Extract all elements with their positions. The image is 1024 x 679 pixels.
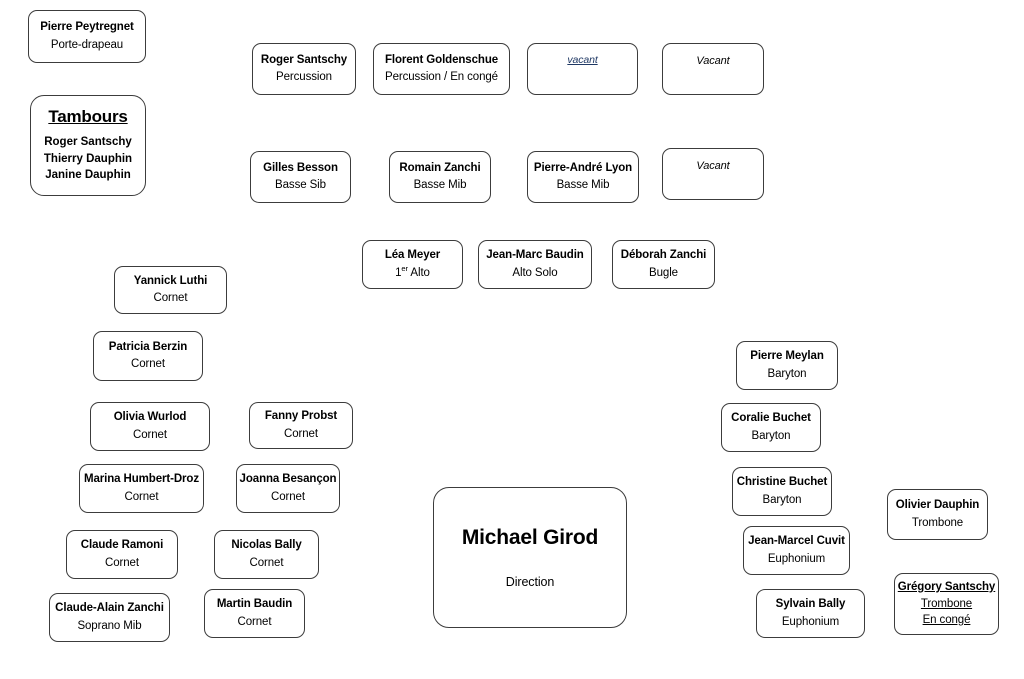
node-pierre-andre-lyon[interactable]: Pierre-André Lyon Basse Mib [527,151,639,203]
node-name: Roger Santschy [260,53,348,66]
node-role: Basse Sib [275,179,326,191]
node-olivia-wurlod[interactable]: Olivia Wurlod Cornet [90,402,210,451]
node-name: Olivia Wurlod [113,411,187,424]
node-name: Romain Zanchi [399,161,481,174]
node-role: Baryton [762,493,802,506]
group-title: Tambours [48,107,128,126]
node-jean-marcel-cuvit[interactable]: Jean-Marcel Cuvit Euphonium [743,526,850,575]
node-role: Alto Solo [512,266,558,279]
node-role: Bugle [649,266,678,279]
node-role: Percussion / En congé [385,71,498,83]
node-role: Porte-drapeau [50,38,124,51]
node-name[interactable]: vacant [567,54,598,66]
node-role-secondary: En congé [922,614,971,627]
node-name: Jean-Marc Baudin [486,249,584,262]
node-role: Cornet [153,292,188,304]
node-role: Soprano Mib [77,619,142,632]
node-olivier-dauphin[interactable]: Olivier Dauphin Trombone [887,489,988,540]
node-romain-zanchi[interactable]: Romain Zanchi Basse Mib [389,151,491,203]
node-role: Cornet [237,615,272,628]
node-name: Nicolas Bally [231,539,302,552]
group-member: Roger Santschy [44,136,132,149]
node-name: Pierre-André Lyon [533,161,633,174]
node-role: Cornet [124,490,159,503]
node-role: Baryton [751,429,791,442]
node-name: Joanna Besançon [239,473,337,486]
node-director[interactable]: Michael Girod Direction [433,487,627,628]
node-name: Grégory Santschy [897,580,996,593]
node-gilles-besson[interactable]: Gilles Besson Basse Sib [250,151,351,203]
node-coralie-buchet[interactable]: Coralie Buchet Baryton [721,403,821,452]
node-yannick-luthi[interactable]: Yannick Luthi Cornet [114,266,227,314]
node-florent-goldenschue[interactable]: Florent Goldenschue Percussion / En cong… [373,43,510,95]
node-vacant-basse[interactable]: Vacant [662,148,764,200]
node-name: Yannick Luthi [133,274,208,287]
node-role: Direction [505,575,555,590]
node-deborah-zanchi[interactable]: Déborah Zanchi Bugle [612,240,715,289]
node-nicolas-bally[interactable]: Nicolas Bally Cornet [214,530,319,579]
node-vacant-percussion-link[interactable]: vacant [527,43,638,95]
node-lea-meyer[interactable]: Léa Meyer 1er Alto [362,240,463,289]
node-name: Coralie Buchet [731,412,811,425]
node-role: Trombone [920,597,973,610]
node-sylvain-bally[interactable]: Sylvain Bally Euphonium [756,589,865,638]
node-christine-buchet[interactable]: Christine Buchet Baryton [732,467,832,516]
group-member: Thierry Dauphin [43,152,133,165]
node-name: Florent Goldenschue [384,53,499,66]
node-name: Claude Ramoni [80,539,164,552]
node-group-tambours[interactable]: Tambours Roger Santschy Thierry Dauphin … [30,95,146,196]
node-name: Jean-Marcel Cuvit [748,535,845,548]
node-jean-marc-baudin[interactable]: Jean-Marc Baudin Alto Solo [478,240,592,289]
node-claude-ramoni[interactable]: Claude Ramoni Cornet [66,530,178,579]
node-name: Pierre Meylan [750,350,824,363]
node-role: Cornet [249,556,284,569]
node-name: Pierre Peytregnet [40,21,134,34]
node-name: Marina Humbert-Droz [83,473,200,486]
node-martin-baudin[interactable]: Martin Baudin Cornet [204,589,305,638]
node-role: Basse Mib [556,179,610,191]
node-name: Vacant [696,55,730,67]
node-name: Déborah Zanchi [620,249,707,262]
group-member: Janine Dauphin [45,169,131,182]
node-pierre-meylan[interactable]: Pierre Meylan Baryton [736,341,838,390]
node-role: Euphonium [767,552,826,565]
node-role: Cornet [105,556,139,569]
node-role: Trombone [911,516,964,529]
node-claude-alain-zanchi[interactable]: Claude-Alain Zanchi Soprano Mib [49,593,170,642]
node-joanna-besancon[interactable]: Joanna Besançon Cornet [236,464,340,513]
node-role: Euphonium [781,615,840,628]
node-role: Percussion [276,71,332,83]
node-fanny-probst[interactable]: Fanny Probst Cornet [249,402,353,449]
node-role: Basse Mib [413,179,467,191]
node-name: Martin Baudin [216,598,293,611]
node-name: Léa Meyer [384,249,441,262]
node-name: Gilles Besson [263,161,338,174]
node-flag-bearer[interactable]: Pierre Peytregnet Porte-drapeau [28,10,146,63]
node-name: Fanny Probst [264,410,338,423]
node-role: Cornet [284,427,318,440]
node-vacant-percussion[interactable]: Vacant [662,43,764,95]
node-patricia-berzin[interactable]: Patricia Berzin Cornet [93,331,203,381]
node-gregory-santschy[interactable]: Grégory Santschy Trombone En congé [894,573,999,635]
node-role: Cornet [271,490,305,503]
node-marina-humbert-droz[interactable]: Marina Humbert-Droz Cornet [79,464,204,513]
node-name: Patricia Berzin [108,340,188,353]
node-roger-santschy[interactable]: Roger Santschy Percussion [252,43,356,95]
node-name: Michael Girod [461,526,599,550]
node-role: Cornet [131,358,165,370]
node-name: Claude-Alain Zanchi [55,602,164,615]
node-name: Olivier Dauphin [895,499,980,512]
node-name: Christine Buchet [736,476,828,489]
node-role: Cornet [133,428,167,441]
node-role: Baryton [767,367,807,380]
node-name: Vacant [696,160,730,172]
node-role: 1er Alto [395,263,430,279]
node-name: Sylvain Bally [775,598,846,611]
